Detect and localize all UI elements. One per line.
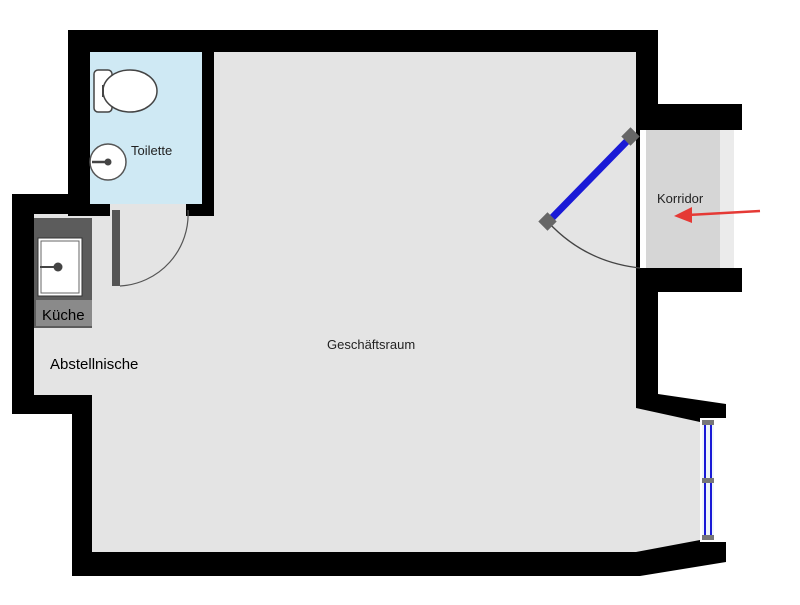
storage-label: Abstellnische [50, 356, 138, 373]
entrance-door-swing [547, 221, 641, 269]
arrow-left-icon [674, 207, 761, 223]
toilet-wall-bottom-right [186, 204, 214, 216]
kitchen-label-panel [36, 300, 92, 326]
kitchen-sink-icon [37, 237, 83, 297]
washbasin-icon [89, 143, 127, 181]
door-hinge-bottom [538, 212, 557, 231]
toilet-door-leaf [112, 210, 120, 286]
kitchen-label: Küche [42, 307, 85, 324]
entrance-door-leaf [545, 134, 634, 225]
toilet-wall-right [202, 48, 214, 216]
door-hinge-top [621, 127, 640, 146]
watermark: immoZ [730, 572, 779, 589]
window-icon [702, 420, 714, 540]
corridor-label: Korridor [657, 191, 704, 206]
toilet-label: Toilette [131, 143, 172, 158]
main-room-label: Geschäftsraum [327, 337, 415, 352]
toilet-wall-bottom-left [68, 204, 110, 216]
toilet-icon [93, 69, 158, 113]
toilet-door-swing [119, 209, 189, 287]
corridor-floor [646, 130, 720, 268]
corridor-side [720, 130, 734, 268]
